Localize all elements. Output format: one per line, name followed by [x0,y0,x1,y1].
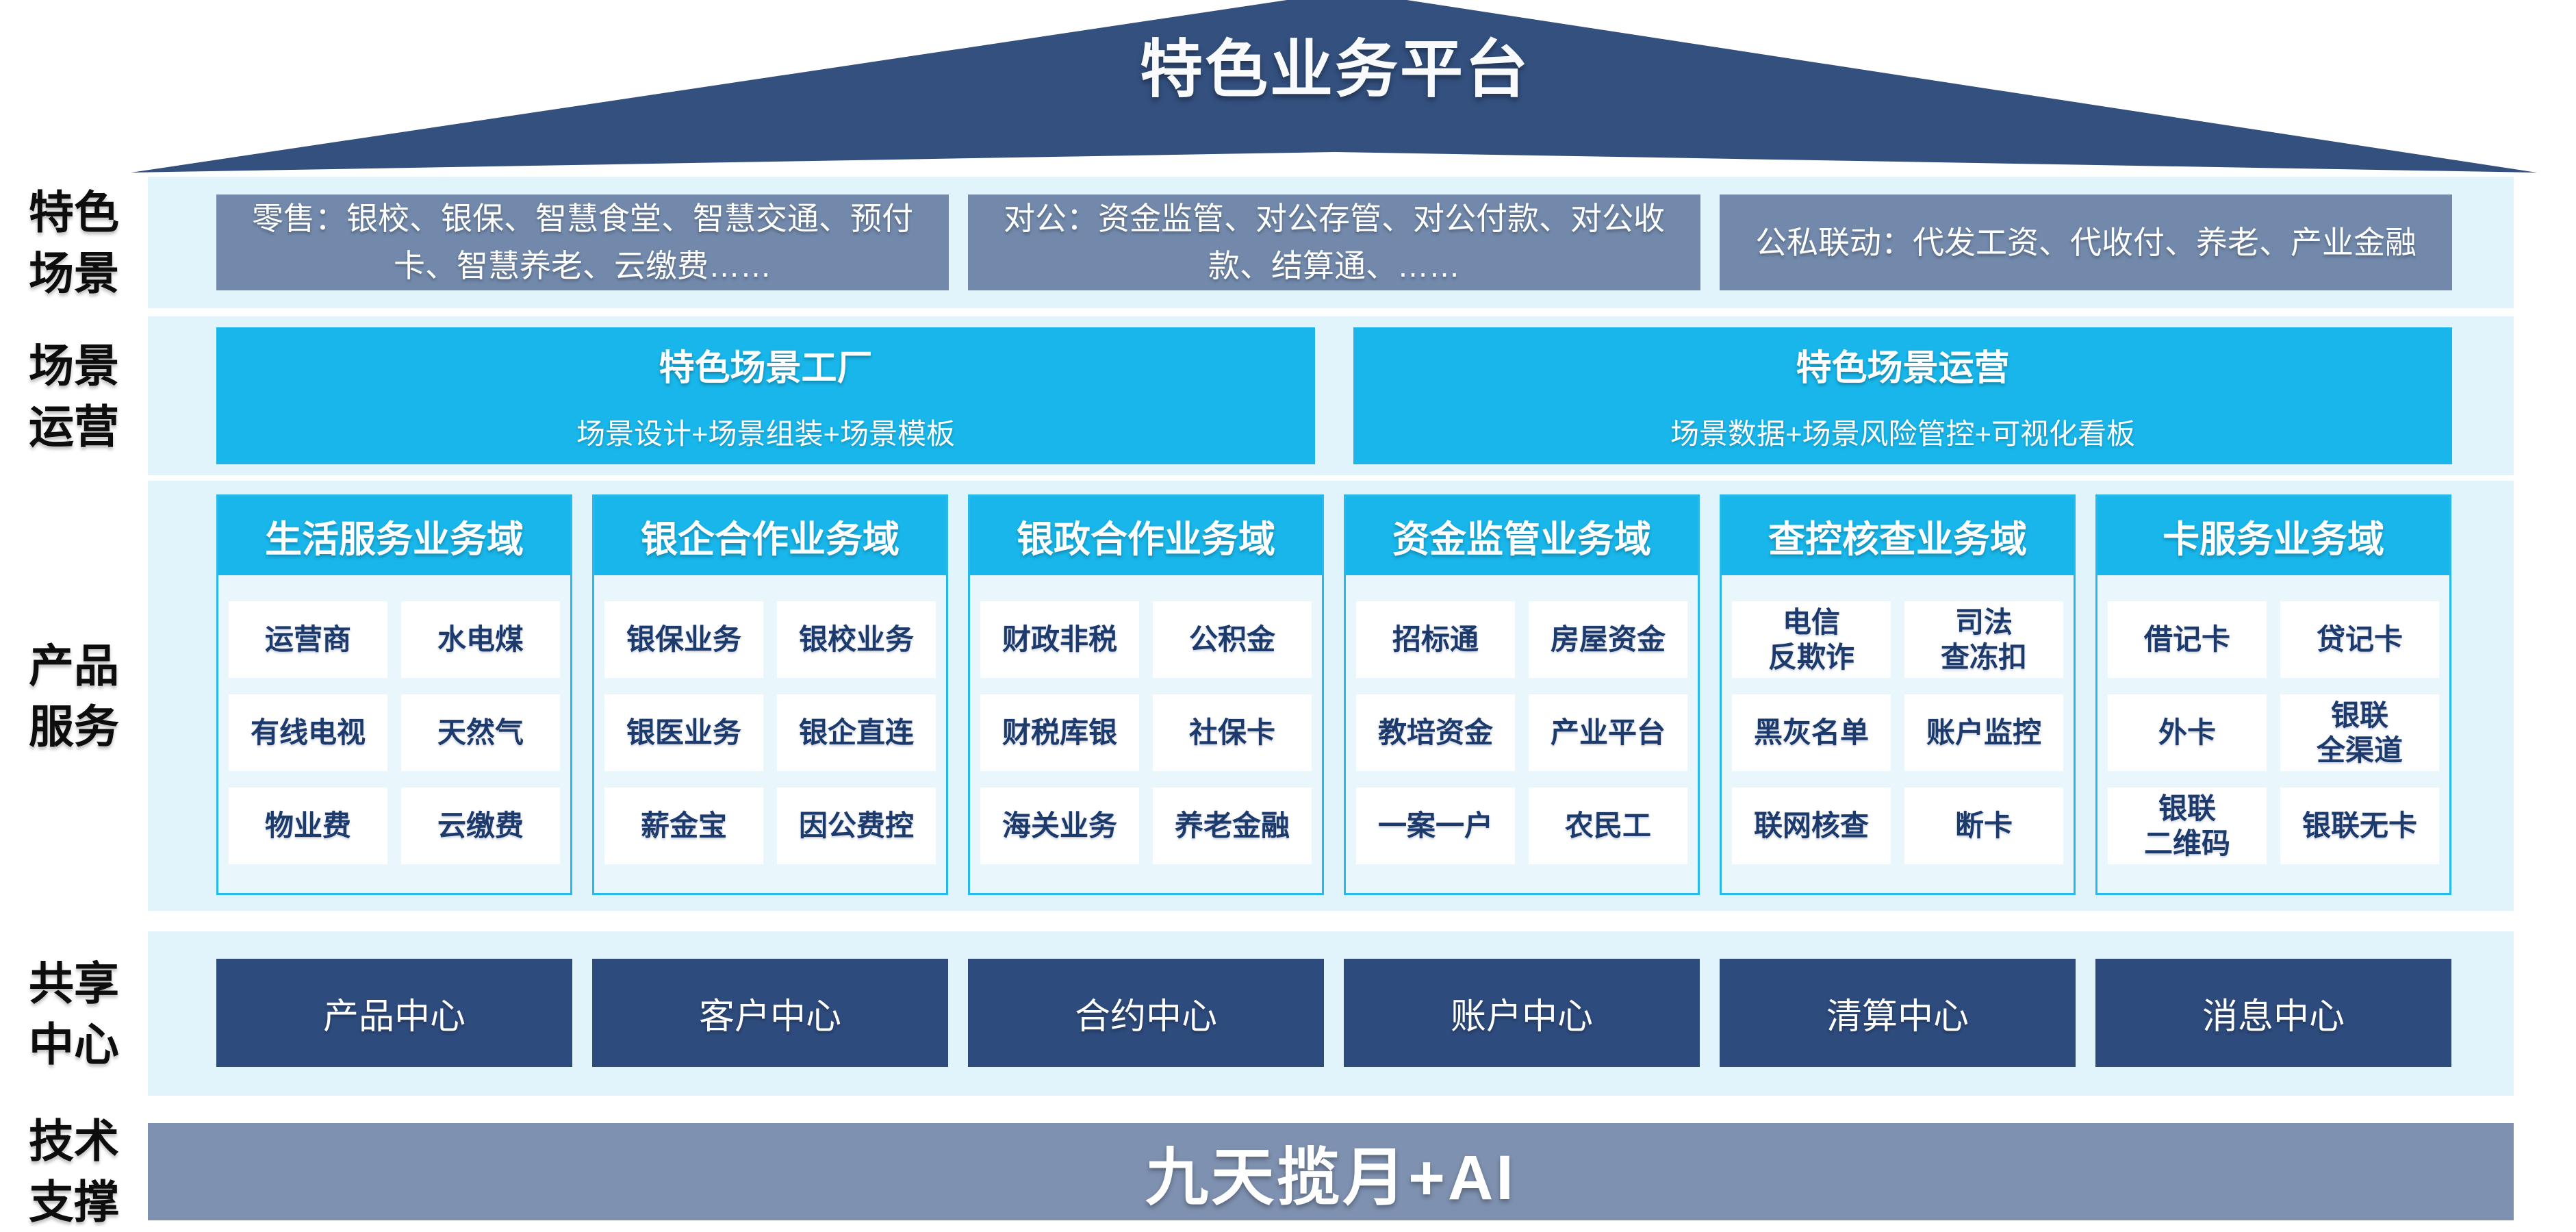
domain-item: 一案一户 [1356,788,1515,864]
platform-title: 特色业务平台 [1139,35,1530,105]
domain-item: 云缴费 [401,788,560,864]
domain-item: 借记卡 [2108,601,2267,678]
scene-box-corporate: 对公：资金监管、对公存管、对公付款、对公收款、结算通、…… [968,194,1700,290]
domain-item: 外卡 [2108,694,2267,771]
domain-item: 黑灰名单 [1732,694,1891,771]
domain-item: 银联无卡 [2280,788,2439,864]
scene-box-retail: 零售：银校、银保、智慧食堂、智慧交通、预付卡、智慧养老、云缴费…… [216,194,949,290]
scene-box-public-private: 公私联动：代发工资、代收付、养老、产业金融 [1720,194,2452,290]
domain-card-body: 银保业务 银校业务 银医业务 银企直连 薪金宝 因公费控 [594,575,946,864]
domain-card-body: 运营商 水电煤 有线电视 天然气 物业费 云缴费 [218,575,570,864]
domain-card-life-services: 生活服务业务域 运营商 水电煤 有线电视 天然气 物业费 云缴费 [216,494,572,895]
op-box-scene-operation: 特色场景运营 场景数据+场景风险管控+可视化看板 [1353,327,2452,464]
side-label-products: 产品 服务 [29,640,119,753]
domain-item: 财税库银 [980,694,1139,771]
domain-item: 天然气 [401,694,560,771]
domain-item: 银联 二维码 [2108,788,2267,864]
domain-item: 贷记卡 [2280,601,2439,678]
op-box-scene-factory: 特色场景工厂 场景设计+场景组装+场景模板 [216,327,1315,464]
domain-item: 社保卡 [1153,694,1312,771]
domain-item: 联网核查 [1732,788,1891,864]
domain-item: 断卡 [1904,788,2063,864]
op-box-title: 特色场景工厂 [659,349,873,388]
domain-item: 有线电视 [229,694,387,771]
domain-card-fund-supervision: 资金监管业务域 招标通 房屋资金 教培资金 产业平台 一案一户 农民工 [1344,494,1700,895]
domain-card-inspection-verification: 查控核查业务域 电信 反欺诈 司法 查冻扣 黑灰名单 账户监控 联网核查 断卡 [1720,494,2076,895]
side-label-centers: 共享 中心 [29,958,119,1070]
domain-card-body: 财政非税 公积金 财税库银 社保卡 海关业务 养老金融 [970,575,1322,864]
domain-item: 运营商 [229,601,387,678]
domain-card-bank-government: 银政合作业务域 财政非税 公积金 财税库银 社保卡 海关业务 养老金融 [968,494,1324,895]
domain-item: 产业平台 [1529,694,1687,771]
domain-card-title: 生活服务业务域 [218,496,570,575]
domain-card-title: 银企合作业务域 [594,496,946,575]
center-box-product: 产品中心 [216,959,572,1067]
center-box-account: 账户中心 [1344,959,1700,1067]
domain-item: 银医业务 [604,694,763,771]
center-box-message: 消息中心 [2095,959,2451,1067]
domain-item: 水电煤 [401,601,560,678]
center-box-clearing: 清算中心 [1720,959,2076,1067]
band-product-services: 生活服务业务域 运营商 水电煤 有线电视 天然气 物业费 云缴费 银企合作业务域… [148,481,2514,911]
tech-banner-text: 九天揽月+AI [1145,1142,1516,1213]
domain-card-title: 查控核查业务域 [1722,496,2074,575]
center-box-contract: 合约中心 [968,959,1324,1067]
domain-item: 海关业务 [980,788,1139,864]
domain-item: 银企直连 [777,694,936,771]
band-scene-operation: 特色场景工厂 场景设计+场景组装+场景模板 特色场景运营 场景数据+场景风险管控… [148,316,2514,475]
domain-card-body: 借记卡 贷记卡 外卡 银联 全渠道 银联 二维码 银联无卡 [2097,575,2449,864]
domain-card-title: 卡服务业务域 [2097,496,2449,575]
side-label-operation: 场景 运营 [29,340,119,453]
domain-card-bank-enterprise: 银企合作业务域 银保业务 银校业务 银医业务 银企直连 薪金宝 因公费控 [592,494,948,895]
domain-item: 银校业务 [777,601,936,678]
domain-item: 电信 反欺诈 [1732,601,1891,678]
roof-shape [131,0,2537,173]
op-box-subtitle: 场景数据+场景风险管控+可视化看板 [1670,418,2136,450]
domain-card-title: 资金监管业务域 [1346,496,1698,575]
domain-card-body: 电信 反欺诈 司法 查冻扣 黑灰名单 账户监控 联网核查 断卡 [1722,575,2074,864]
domain-item: 账户监控 [1904,694,2063,771]
op-box-subtitle: 场景设计+场景组装+场景模板 [576,418,956,450]
center-box-customer: 客户中心 [592,959,948,1067]
domain-item: 房屋资金 [1529,601,1687,678]
domain-item: 银联 全渠道 [2280,694,2439,771]
domain-item: 司法 查冻扣 [1904,601,2063,678]
domain-item: 养老金融 [1153,788,1312,864]
domain-item: 薪金宝 [604,788,763,864]
domain-item: 教培资金 [1356,694,1515,771]
band-shared-centers: 产品中心 客户中心 合约中心 账户中心 清算中心 消息中心 [148,931,2514,1096]
domain-item: 物业费 [229,788,387,864]
side-label-scenes: 特色 场景 [29,187,119,299]
domain-item: 农民工 [1529,788,1687,864]
domain-item: 公积金 [1153,601,1312,678]
band-featured-scenes: 零售：银校、银保、智慧食堂、智慧交通、预付卡、智慧养老、云缴费…… 对公：资金监… [148,177,2514,308]
domain-item: 财政非税 [980,601,1139,678]
domain-card-body: 招标通 房屋资金 教培资金 产业平台 一案一户 农民工 [1346,575,1698,864]
side-label-tech: 技术 支撑 [29,1116,119,1228]
domain-item: 招标通 [1356,601,1515,678]
domain-item: 银保业务 [604,601,763,678]
band-tech-support: 九天揽月+AI [148,1123,2514,1220]
domain-card-card-services: 卡服务业务域 借记卡 贷记卡 外卡 银联 全渠道 银联 二维码 银联无卡 [2095,494,2451,895]
domain-card-title: 银政合作业务域 [970,496,1322,575]
op-box-title: 特色场景运营 [1796,349,2010,388]
domain-item: 因公费控 [777,788,936,864]
